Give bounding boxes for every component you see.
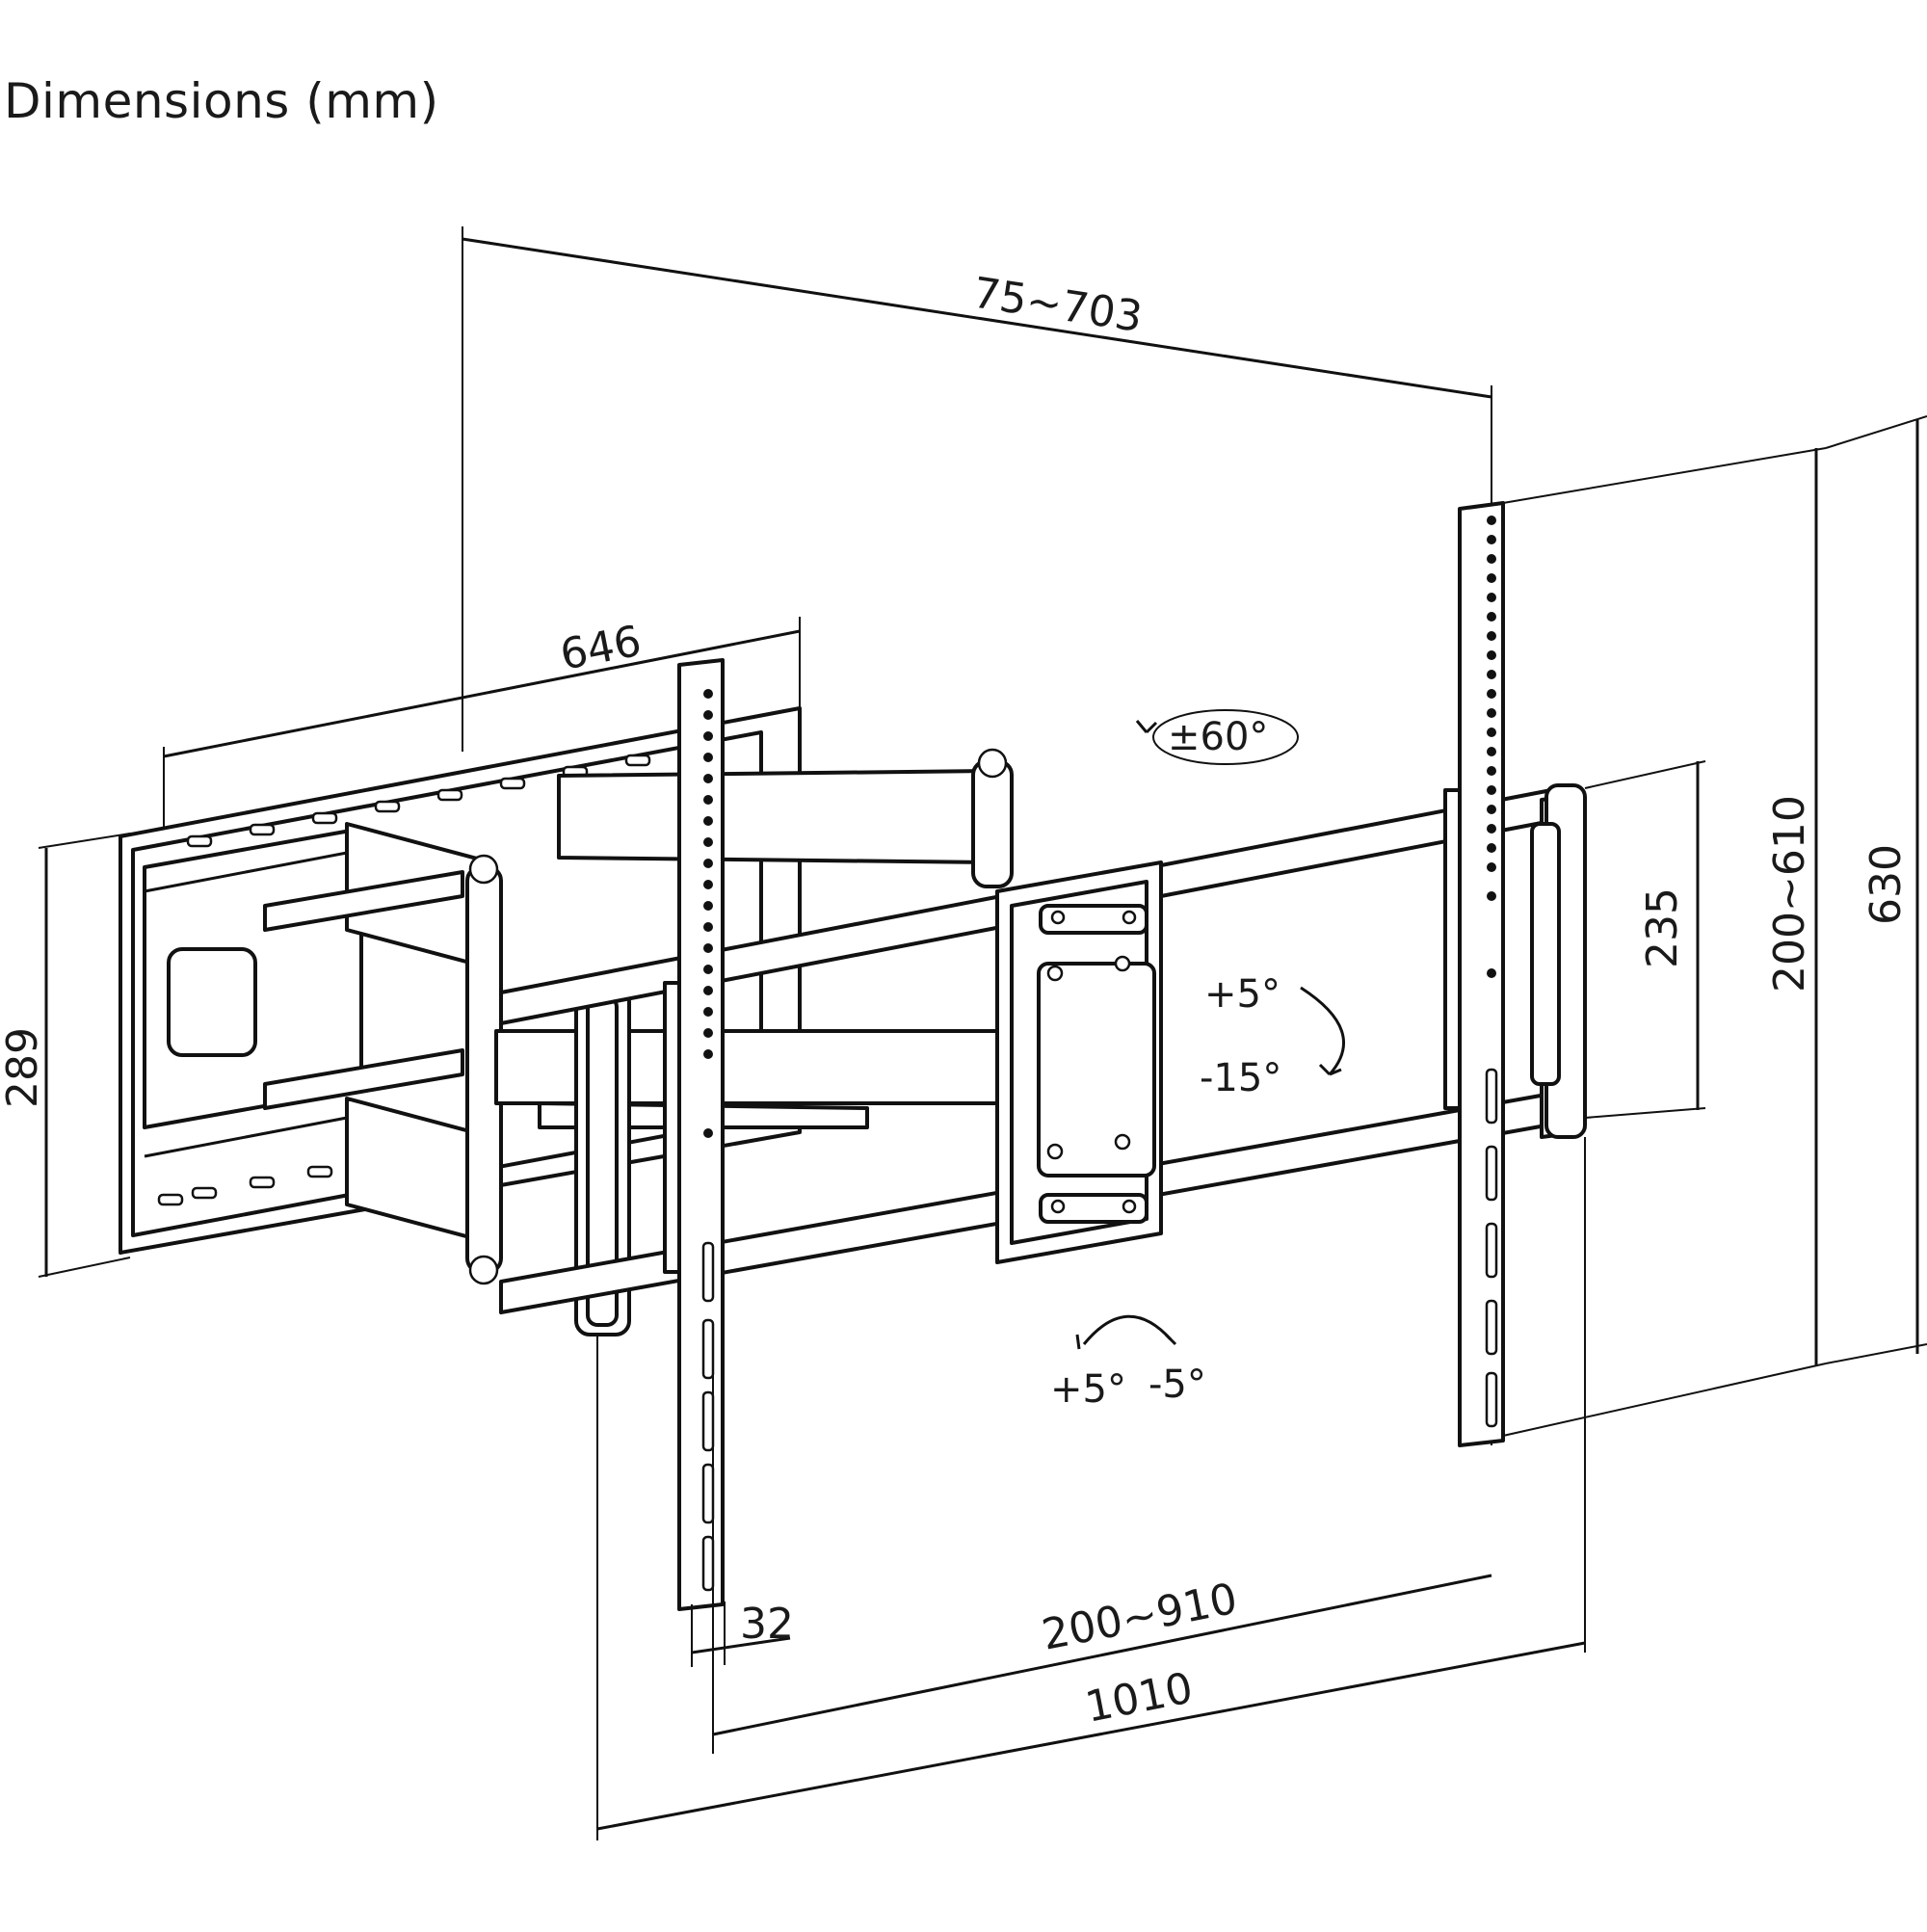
- right-vertical-bracket: [1443, 501, 1505, 1447]
- dim-overall-height-label: 630: [1861, 844, 1911, 925]
- dim-wall-plate-width-label: 646: [556, 617, 645, 680]
- articulating-arm-upper: [263, 748, 1014, 1285]
- dim-profile-depth: 32: [691, 1600, 794, 1667]
- dim-wall-plate-height: 289: [0, 833, 131, 1278]
- tilt-up-label: +5°: [1204, 972, 1280, 1017]
- swivel-indicator: ±60°: [1135, 709, 1299, 765]
- dim-wall-plate-height-label: 289: [0, 1027, 47, 1108]
- page-title: Dimensions (mm): [4, 73, 439, 129]
- left-vertical-bracket: [663, 658, 725, 1611]
- dim-vesa-vertical-label: 200~610: [1765, 795, 1814, 992]
- dim-overall-width-label: 1010: [1081, 1663, 1197, 1732]
- tilt-down-label: -15°: [1200, 1056, 1281, 1100]
- wall-plate-slots-bottom: [157, 1165, 333, 1206]
- level-indicator: +5° -5°: [1050, 1314, 1206, 1412]
- dim-profile-depth-label: 32: [740, 1600, 794, 1649]
- dim-overall-height: 630: [1825, 415, 1927, 1364]
- level-plus-label: +5°: [1050, 1367, 1126, 1412]
- dim-vesa-vertical: 200~610: [1502, 447, 1827, 1437]
- tilt-indicator: +5° -15°: [1200, 972, 1345, 1100]
- level-minus-label: -5°: [1148, 1363, 1206, 1407]
- dim-rail-spacing: 235: [1584, 760, 1706, 1119]
- swivel-angle-label: ±60°: [1168, 715, 1268, 759]
- dim-rail-spacing-label: 235: [1638, 887, 1687, 968]
- center-tilt-plate: [995, 860, 1163, 1264]
